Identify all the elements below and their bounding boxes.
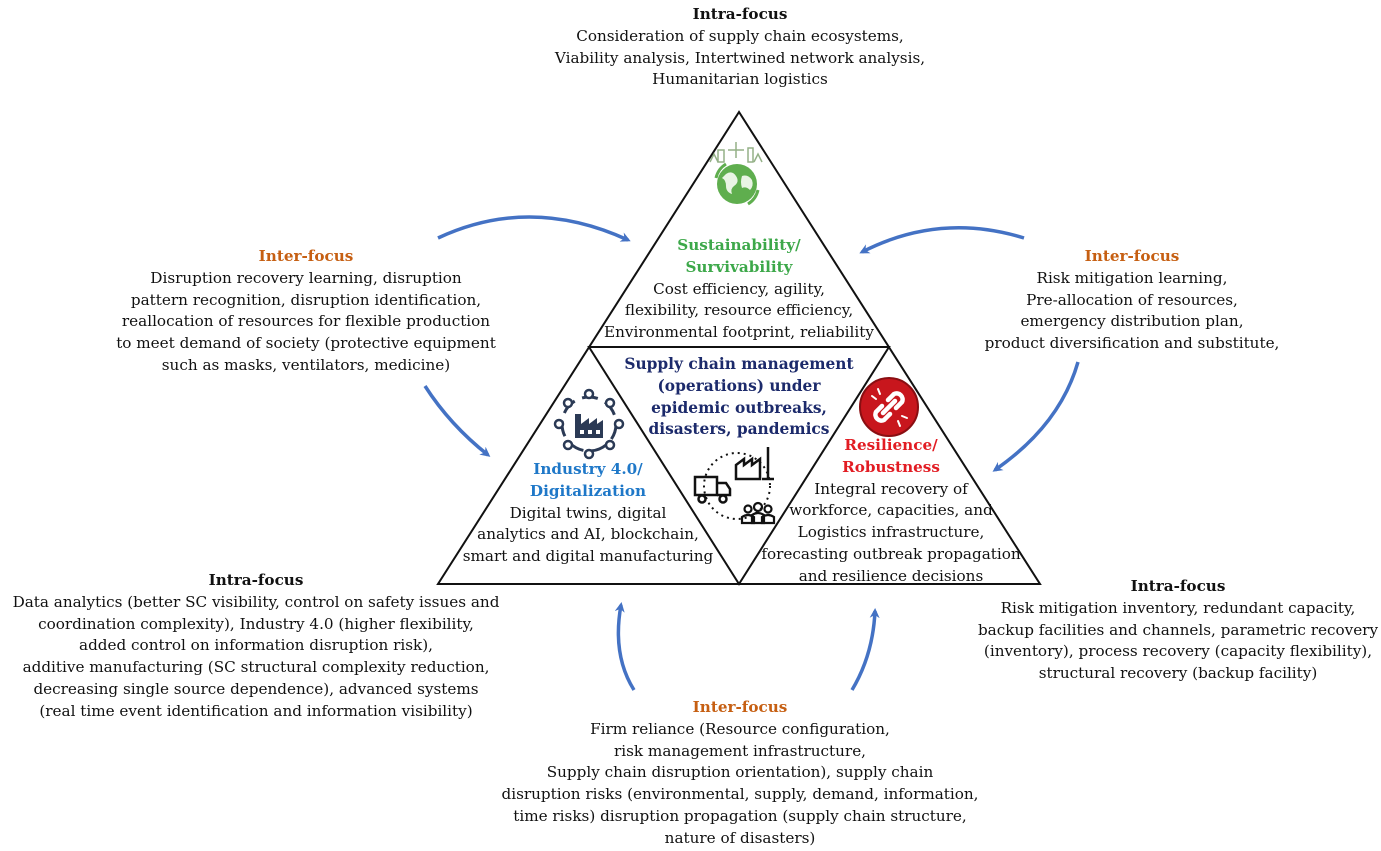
arrow-right-top (859, 226, 1025, 254)
center-line: epidemic outbreaks, (651, 398, 827, 417)
left-inter-line: to meet demand of society (protective eq… (116, 334, 496, 353)
bottom-inter-line: risk management infrastructure, (613, 741, 867, 760)
arrow-left-top (437, 215, 631, 242)
left-intra-line: coordination complexity), Industry 4.0 (… (38, 614, 474, 633)
bottom-inter-heading: Inter-focus (692, 698, 788, 716)
left-inter-line: Disruption recovery learning, disruption (150, 268, 462, 287)
left-intra-line: Data analytics (better SC visibility, co… (12, 592, 500, 611)
right-intra-line: (inventory), process recovery (capacity … (983, 642, 1373, 661)
bottom-inter-line: disruption risks (environmental, supply,… (501, 785, 979, 804)
bottom-inter-line: nature of disasters) (664, 828, 816, 847)
top-intra-line: Consideration of supply chain ecosystems… (576, 26, 904, 45)
left-inter-line: such as masks, ventilators, medicine) (161, 355, 451, 374)
right-intra-focus: Intra-focus Risk mitigation inventory, r… (976, 576, 1380, 685)
top-intra-line: Viability analysis, Intertwined network … (554, 48, 926, 67)
top-intra-line: Humanitarian logistics (652, 70, 828, 89)
right-inter-heading: Inter-focus (1084, 247, 1180, 265)
industry-line: smart and digital manufacturing (462, 547, 714, 566)
center-line: Supply chain management (624, 355, 854, 373)
bottom-inter-line: time risks) disruption propagation (supp… (513, 806, 967, 825)
right-inter-line: Risk mitigation learning, (1036, 268, 1228, 287)
broken-link-icon (859, 377, 919, 437)
right-intra-line: backup facilities and channels, parametr… (977, 620, 1379, 639)
resilience-heading: Robustness (842, 457, 940, 476)
globe-icon (709, 142, 763, 206)
inner-triangle (587, 346, 891, 586)
sustainability-heading: Sustainability/ (677, 236, 801, 254)
resilience-line: workforce, capacities, and (789, 501, 993, 520)
sustainability-heading: Survivability (685, 257, 793, 276)
sustainability-line: Cost efficiency, agility, (653, 279, 825, 298)
left-intra-line: added control on information disruption … (79, 636, 433, 655)
top-intra-focus: Intra-focus Consideration of supply chai… (540, 4, 940, 91)
right-inter-focus: Inter-focus Risk mitigation learning, Pr… (982, 246, 1282, 355)
resilience-line: and resilience decisions (798, 566, 984, 585)
logistics-icon (693, 447, 776, 525)
bottom-inter-focus: Inter-focus Firm reliance (Resource conf… (490, 697, 990, 850)
resilience-line: Logistics infrastructure, (797, 523, 985, 542)
factory-network-icon (553, 388, 625, 460)
right-inter-line: emergency distribution plan, (1020, 312, 1244, 331)
top-intra-heading: Intra-focus (692, 5, 788, 23)
resilience-heading: Resilience/ (844, 436, 938, 454)
industry-block: Industry 4.0/ Digitalization Digital twi… (448, 459, 728, 568)
industry-line: analytics and AI, blockchain, (477, 525, 699, 544)
arrow-left-down (423, 385, 491, 457)
resilience-line: Integral recovery of (814, 479, 968, 498)
center-block: Supply chain management (operations) und… (610, 354, 868, 441)
left-inter-heading: Inter-focus (258, 247, 354, 265)
right-intra-line: Risk mitigation inventory, redundant cap… (1000, 598, 1356, 617)
industry-line: Digital twins, digital (509, 503, 667, 522)
center-line: (operations) under (657, 376, 821, 395)
left-inter-focus: Inter-focus Disruption recovery learning… (106, 246, 506, 377)
sustainability-line: flexibility, resource efficiency, (624, 301, 854, 320)
left-intra-line: (real time event identification and info… (39, 701, 473, 720)
arrow-bottom-right (850, 608, 880, 691)
left-inter-line: reallocation of resources for flexible p… (121, 312, 491, 331)
right-intra-heading: Intra-focus (1130, 577, 1226, 595)
industry-heading: Industry 4.0/ (533, 460, 643, 478)
right-inter-line: product diversification and substitute, (984, 334, 1280, 353)
resilience-block: Resilience/ Robustness Integral recovery… (751, 435, 1031, 588)
center-line: disasters, pandemics (648, 420, 830, 439)
industry-heading: Digitalization (529, 481, 647, 500)
left-intra-heading: Intra-focus (208, 571, 304, 589)
arrow-right-down (992, 361, 1080, 472)
bottom-inter-line: Supply chain disruption orientation), su… (546, 763, 934, 782)
right-inter-line: Pre-allocation of resources, (1026, 290, 1238, 309)
right-intra-line: structural recovery (backup facility) (1038, 664, 1318, 683)
bottom-inter-line: Firm reliance (Resource configuration, (590, 719, 890, 738)
sustainability-block: Sustainability/ Survivability Cost effic… (589, 235, 889, 344)
arrow-bottom-left (614, 602, 636, 691)
sustainability-line: Environmental footprint, reliability (604, 323, 874, 342)
left-inter-line: pattern recognition, disruption identifi… (130, 290, 482, 309)
left-intra-line: decreasing single source dependence), ad… (33, 679, 479, 698)
left-intra-line: additive manufacturing (SC structural co… (22, 658, 490, 677)
resilience-line: forecasting outbreak propagation (761, 544, 1021, 563)
left-intra-focus: Intra-focus Data analytics (better SC vi… (6, 570, 506, 723)
